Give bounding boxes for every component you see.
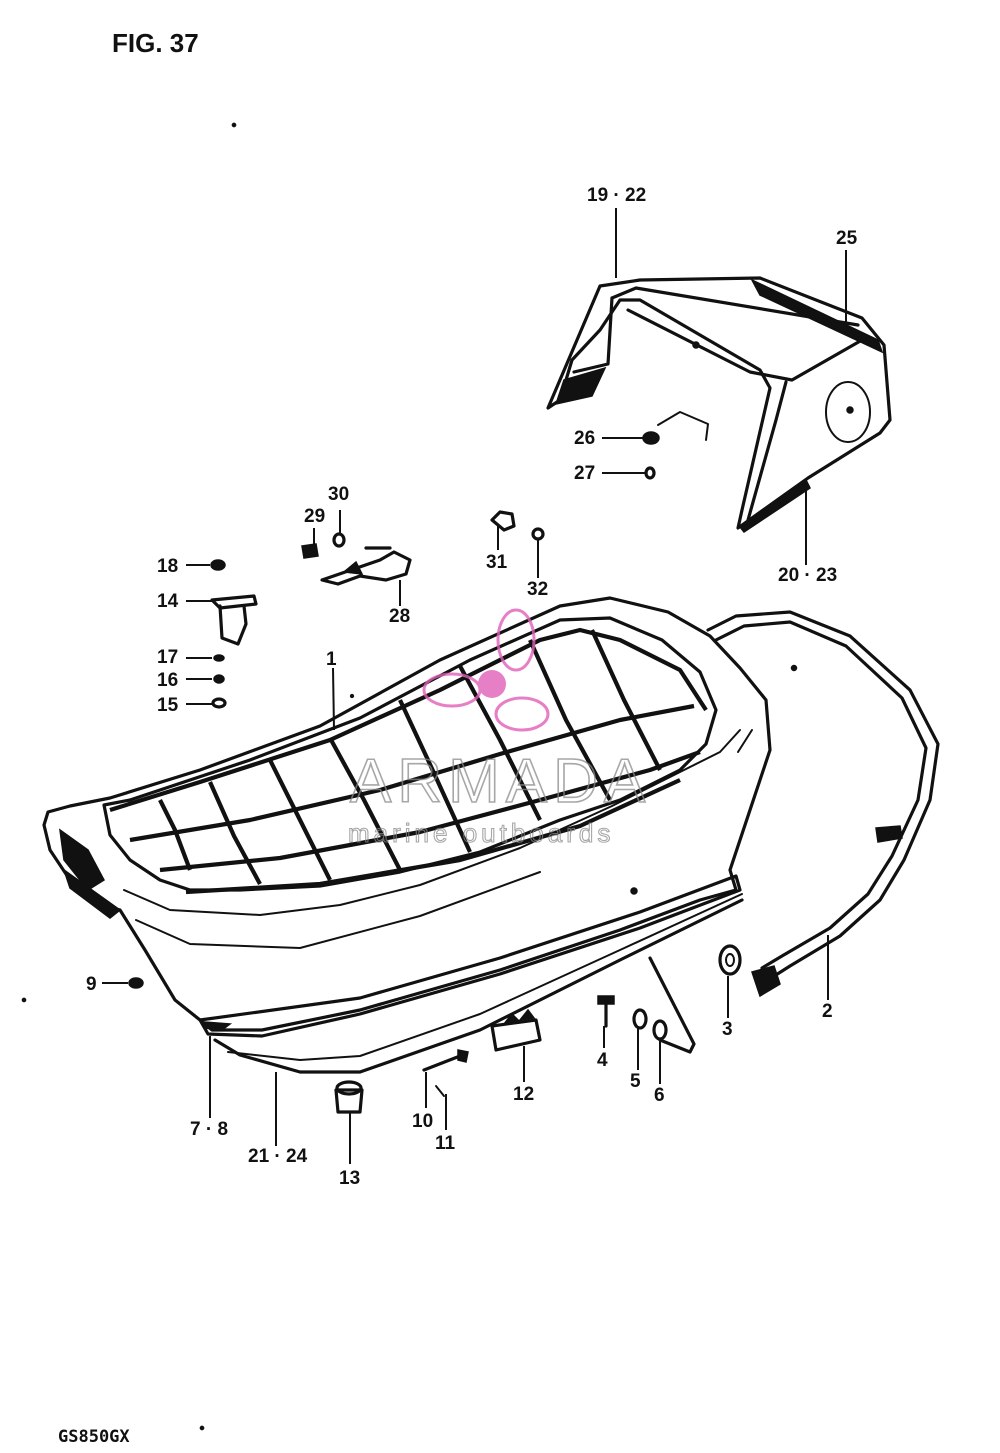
callout-19-22: 19 · 22: [587, 185, 646, 206]
watermark: ARMADA marine outboards: [347, 608, 651, 849]
callout-9: 9: [86, 974, 97, 995]
tail-cowl: [546, 276, 892, 534]
part-12-catch: [490, 1008, 542, 1052]
callout-29: 29: [304, 506, 325, 527]
part-14-hook: [210, 594, 258, 646]
callout-27: 27: [574, 463, 595, 484]
callout-21-24: 21 · 24: [248, 1146, 308, 1167]
callout-13: 13: [339, 1168, 360, 1189]
callout-30: 30: [328, 484, 349, 505]
watermark-tagline: marine outboards: [348, 818, 614, 848]
callout-7-8: 7 · 8: [190, 1119, 228, 1140]
part-16-washer: [213, 674, 225, 684]
callout-12: 12: [513, 1084, 534, 1105]
part-4-bolt: [597, 995, 615, 1028]
part-11-clip: [435, 1085, 445, 1097]
part-32-screw: [531, 527, 545, 541]
part-9-nut: [128, 977, 144, 989]
callout-15: 15: [157, 695, 179, 716]
callout-32: 32: [527, 579, 548, 600]
callout-3: 3: [722, 1019, 733, 1040]
part-28-lock: [320, 546, 412, 586]
callout-4: 4: [597, 1050, 608, 1071]
part-10-pin: [422, 1049, 469, 1072]
part-31-clip: [490, 510, 516, 532]
part-6-washer: [652, 1019, 668, 1041]
callout-2: 2: [822, 1001, 833, 1022]
callout-28: 28: [389, 606, 410, 627]
part-26-grommet: [642, 431, 660, 445]
callout-1: 1: [326, 649, 337, 670]
callout-16: 16: [157, 670, 178, 691]
part-5-washer: [632, 1008, 648, 1030]
part-15-washer: [211, 697, 227, 709]
rear-bracket-tab: [648, 956, 696, 1054]
side-trim-strip: [198, 874, 744, 1074]
watermark-logo: [422, 608, 550, 732]
callout-20-23: 20 · 23: [778, 565, 837, 586]
callout-labels: 19 · 22 25 26 27 20 · 23 30 29 28 31 32 …: [86, 185, 858, 1189]
model-code: GS850GX: [58, 1427, 130, 1447]
seat-assembly: [42, 596, 772, 1032]
callout-6: 6: [654, 1085, 665, 1106]
callout-17: 17: [157, 647, 178, 668]
part-13-damper: [334, 1080, 364, 1114]
part-17-nut: [213, 654, 225, 662]
part-27-screw: [644, 466, 656, 480]
callout-5: 5: [630, 1071, 641, 1092]
callout-26: 26: [574, 428, 595, 449]
part-18-nut: [210, 559, 226, 571]
part-3-grommet: [718, 944, 742, 976]
leader-lines: [102, 208, 847, 1164]
callout-14: 14: [157, 591, 179, 612]
part-30-nut: [332, 532, 346, 548]
callout-31: 31: [486, 552, 508, 573]
watermark-brand: ARMADA: [350, 747, 651, 816]
grab-rail: [706, 610, 940, 998]
callout-10: 10: [412, 1111, 433, 1132]
part-29-screw: [301, 543, 319, 559]
callout-18: 18: [157, 556, 178, 577]
scan-specks: [21, 122, 355, 1431]
figure-title: FIG. 37: [112, 28, 199, 58]
callout-25: 25: [836, 228, 858, 249]
callout-11: 11: [435, 1133, 456, 1154]
